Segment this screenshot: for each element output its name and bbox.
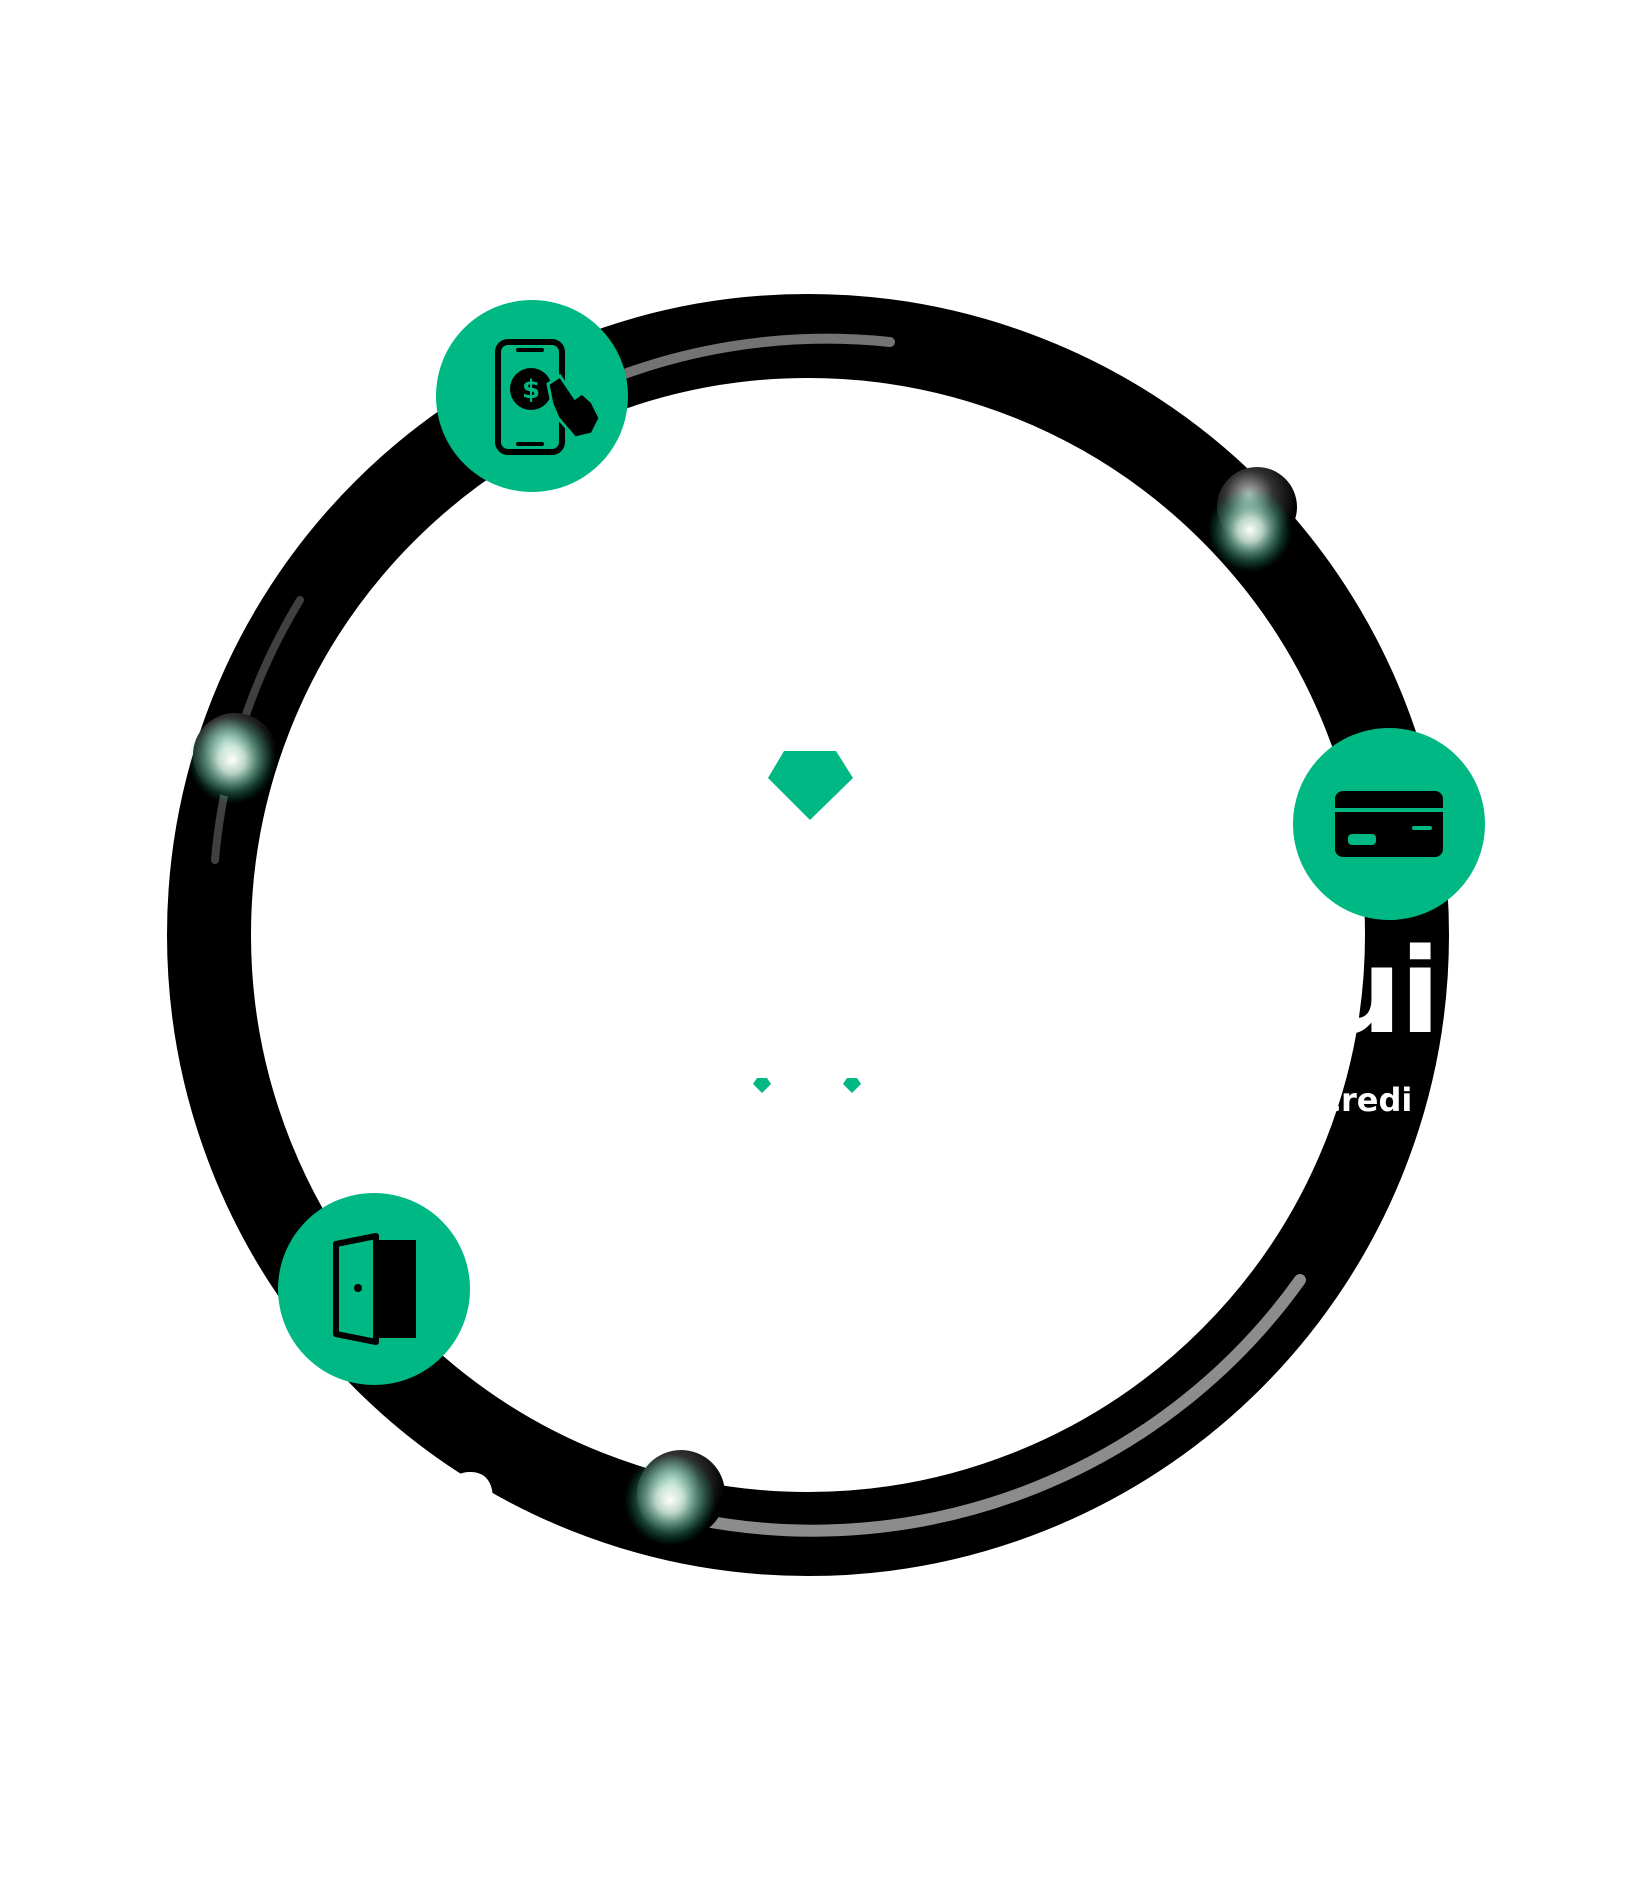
door-node	[278, 1193, 470, 1385]
mobile-payment-node: $	[436, 300, 628, 492]
small-diamond-icon-left	[753, 1078, 771, 1093]
small-diamond-icon-right	[843, 1078, 861, 1093]
ring-highlight-bottom	[694, 1274, 1306, 1537]
door-icon	[333, 1233, 416, 1345]
mobile-payment-icon: $	[495, 339, 602, 455]
svg-text:$: $	[522, 375, 540, 405]
spark-bead-left	[188, 713, 277, 804]
spark-bead-bottom	[624, 1450, 725, 1546]
credit-card-icon	[1335, 791, 1443, 857]
spark-bead-upper-right	[1208, 467, 1297, 572]
diamond-icon	[768, 751, 853, 820]
credit-card-node	[1293, 728, 1485, 920]
